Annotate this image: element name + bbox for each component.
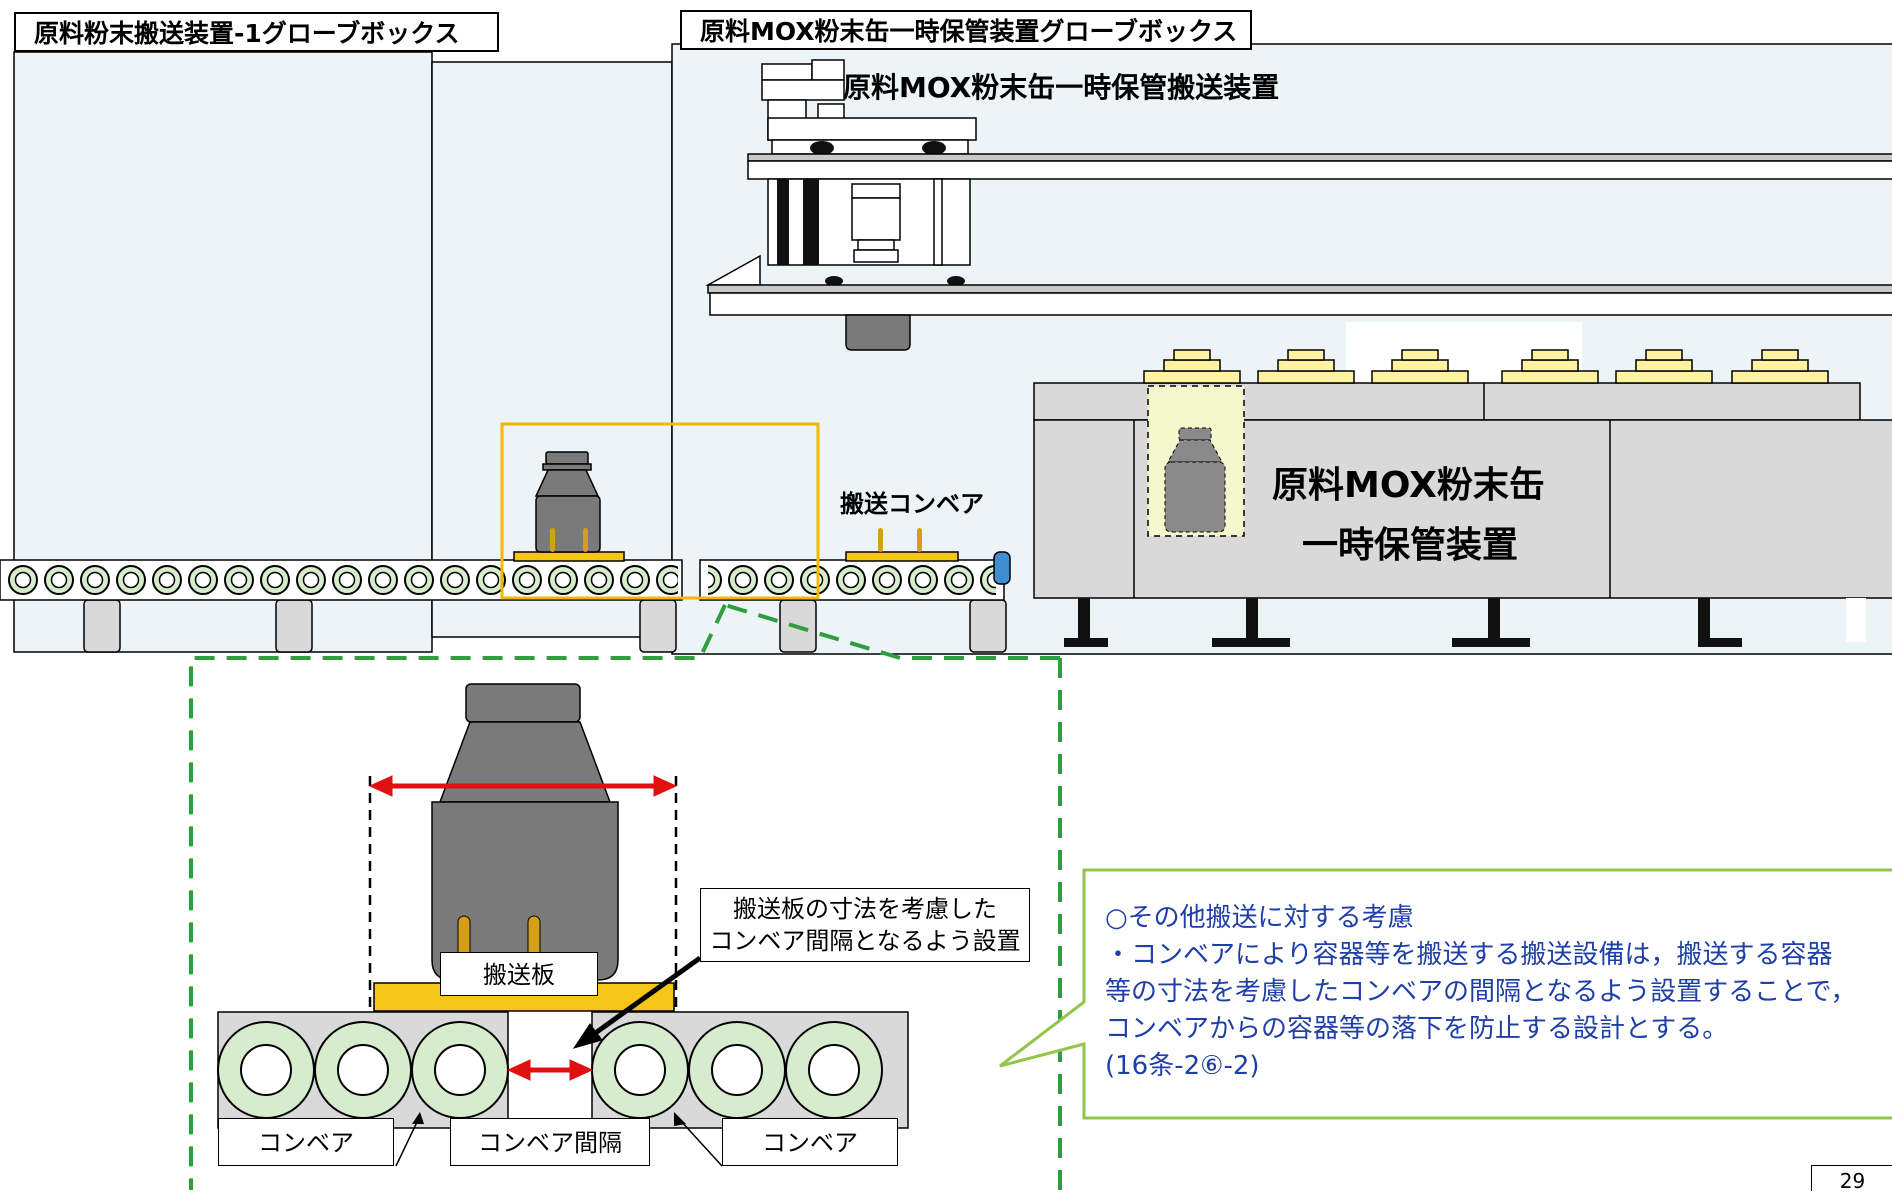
highlight-box	[500, 422, 820, 600]
left-glovebox-title: 原料粉末搬送装置-1グローブボックス	[14, 12, 499, 52]
detail-frame	[189, 603, 1062, 1190]
transport-plate-2	[845, 528, 959, 562]
callout-line-4: (16条-2⑥-2)	[1105, 1051, 1260, 1081]
callout-line-3: コンベアからの容器等の落下を防止する設計とする。	[1105, 1014, 1729, 1044]
note-box: 搬送板の寸法を考慮した コンベア間隔となるよう設置	[700, 888, 1030, 962]
width-arrow	[368, 775, 678, 797]
leader-left	[395, 1119, 419, 1167]
conveyor-label: 搬送コンベア	[840, 490, 984, 518]
storage-label-line1: 原料MOX粉末缶	[1272, 465, 1545, 506]
stored-canister	[1164, 427, 1226, 533]
gap-label: コンベア間隔	[450, 1118, 650, 1166]
storage-label-line2: 一時保管装置	[1302, 525, 1519, 566]
conveyor-supports	[83, 599, 1007, 653]
callout-line-2: 等の寸法を考慮したコンベアの間隔となるよう設置することで，	[1105, 977, 1857, 1007]
detail-conveyor-right	[591, 1011, 909, 1129]
conveyor-right-label: コンベア	[722, 1118, 898, 1166]
plate-label: 搬送板	[440, 952, 598, 996]
callout-text: ○その他搬送に対する考慮 ・コンベアにより容器等を搬送する搬送設備は，搬送する容…	[1105, 900, 1892, 1085]
canister-on-conveyor	[534, 451, 601, 553]
callout-bubble	[999, 868, 1892, 1120]
storage-legs	[1064, 598, 1742, 647]
transport-plate-1	[513, 551, 625, 562]
gap-arrow	[506, 1059, 594, 1081]
note-line-1: 搬送板の寸法を考慮した	[733, 895, 997, 923]
leader-right	[679, 1119, 723, 1167]
callout-heading: ○その他搬送に対する考慮	[1105, 903, 1414, 933]
overhead-transfer-device	[705, 59, 1892, 351]
right-glovebox-title: 原料MOX粉末缶一時保管装置グローブボックス	[680, 10, 1252, 50]
storage-lids	[1143, 349, 1829, 384]
note-line-2: コンベア間隔となるよう設置	[709, 927, 1021, 955]
storage-unit	[1033, 322, 1892, 647]
pointer-arrow	[572, 955, 702, 1049]
callout-line-1: ・コンベアにより容器等を搬送する搬送設備は，搬送する容器	[1105, 940, 1833, 970]
detail-conveyor-left	[217, 1011, 509, 1129]
page-number: 29	[1811, 1165, 1892, 1193]
transfer-device-label: 原料MOX粉末缶一時保管搬送装置	[843, 71, 1280, 104]
conveyor-left	[0, 559, 683, 601]
conveyor-left-label: コンベア	[218, 1118, 394, 1166]
detail-canister	[431, 683, 619, 983]
